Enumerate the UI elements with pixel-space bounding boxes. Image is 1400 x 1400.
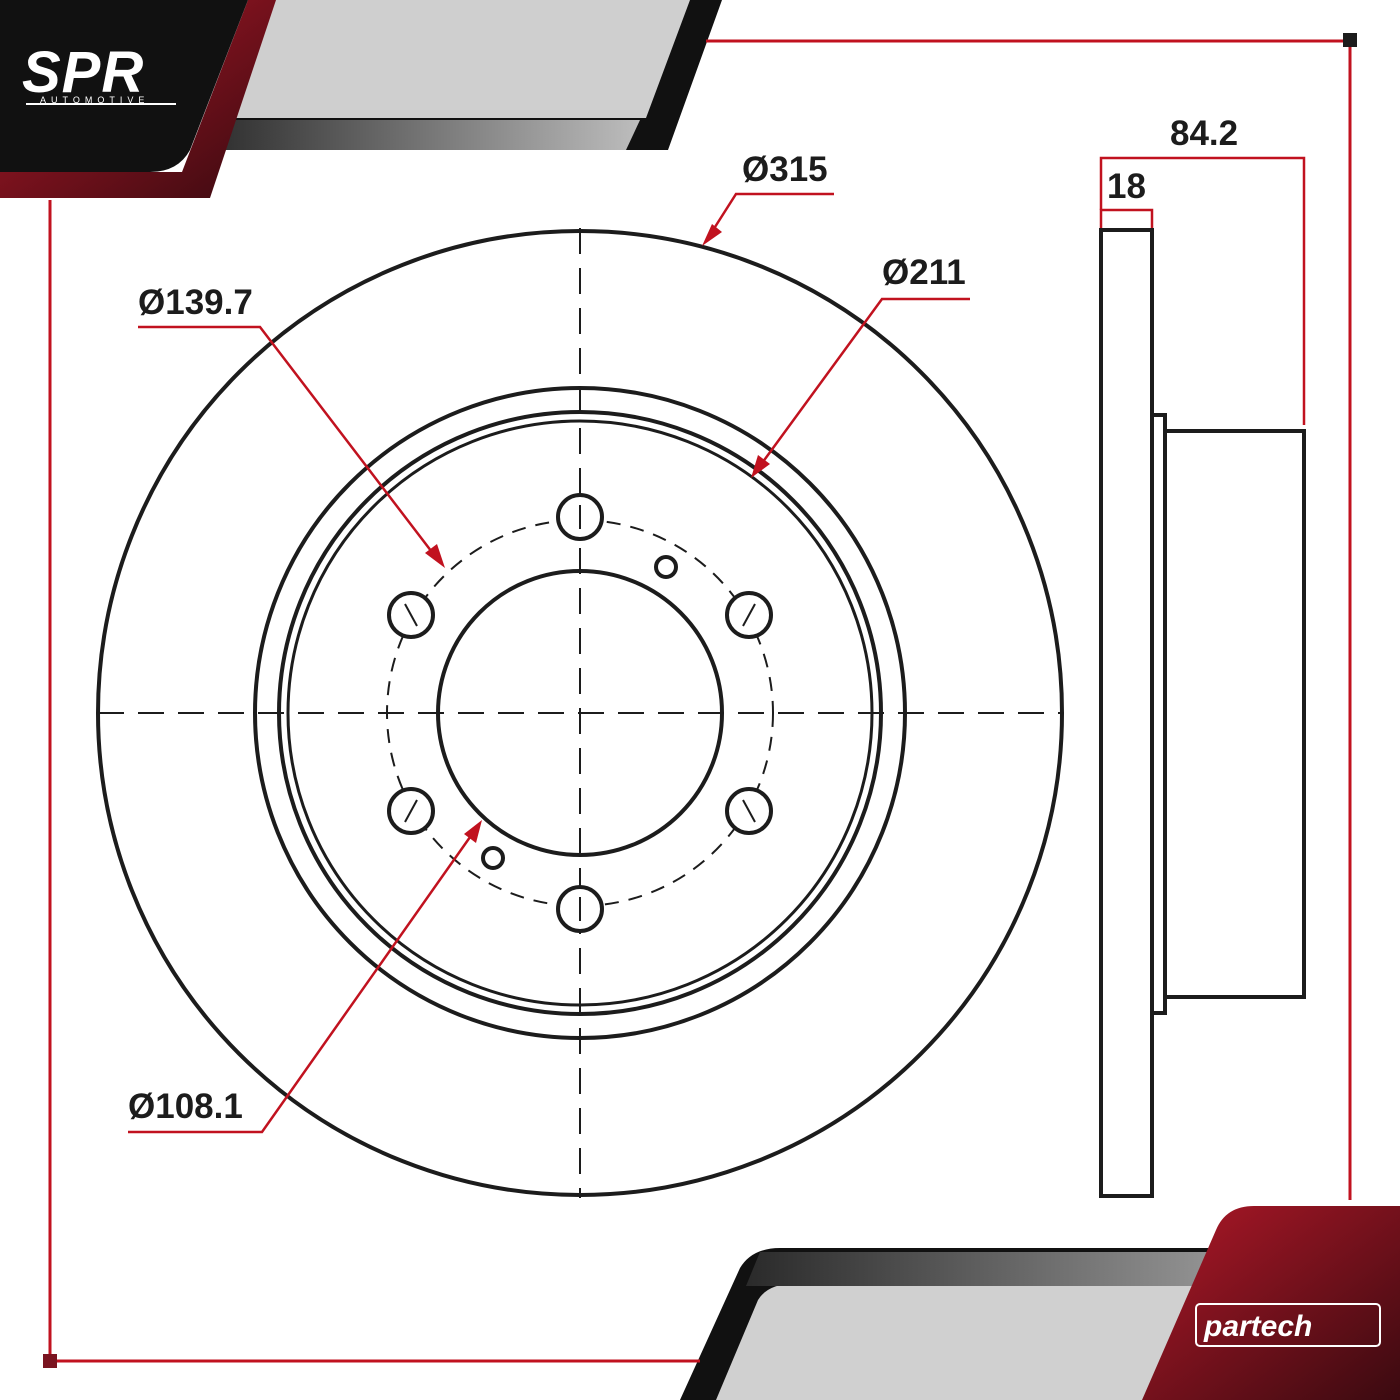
lug-holes xyxy=(387,493,773,933)
height-bracket xyxy=(1099,156,1306,425)
thickness-bracket xyxy=(1099,208,1154,228)
bolt-circle-arrow xyxy=(425,544,445,568)
outer-diameter-leader xyxy=(706,192,834,239)
locating-pin-hole xyxy=(654,555,678,579)
bolt-circle-leader xyxy=(138,325,439,561)
top-gradient-bar xyxy=(200,120,640,150)
thickness-label: 18 xyxy=(1107,167,1146,206)
frame-corner-top-right xyxy=(1343,33,1357,47)
dimension-labels: Ø315 Ø211 Ø139.7 Ø108.1 18 84.2 xyxy=(128,114,1238,1126)
outer-diameter-arrow xyxy=(702,224,722,246)
hat-profile xyxy=(1163,429,1306,999)
lug-hole-radials xyxy=(404,505,756,921)
dimension-callouts xyxy=(128,156,1306,1134)
center-bore-arrow xyxy=(464,820,482,843)
brand-badge xyxy=(1195,1303,1381,1347)
locating-pin-hole xyxy=(481,846,505,870)
top-red-edge xyxy=(0,0,276,198)
brand-text: partech xyxy=(1203,1310,1312,1343)
logo-black-panel xyxy=(0,0,248,172)
disc-front-view xyxy=(96,228,1064,1198)
top-left-banner: SPR AUTOMOTIVE xyxy=(0,0,722,198)
bottom-right-banner: partech xyxy=(680,1206,1400,1400)
dimension-arrows xyxy=(425,224,770,843)
center-bore-leader xyxy=(128,829,477,1134)
logo-subtext: AUTOMOTIVE xyxy=(40,95,149,105)
frame-corner-bottom-left xyxy=(43,1354,57,1368)
bolt-circle-label: Ø139.7 xyxy=(138,283,253,322)
outer-diameter-label: Ø315 xyxy=(742,150,828,189)
logo-text: SPR xyxy=(22,40,144,105)
disc-side-view xyxy=(1099,228,1306,1198)
inner-diameter-label: Ø211 xyxy=(882,253,966,292)
inner-diameter-arrow xyxy=(751,455,770,478)
total-height-label: 84.2 xyxy=(1170,114,1238,153)
top-grey-band xyxy=(220,0,720,118)
rotor-thickness-profile xyxy=(1099,228,1154,1198)
inner-diameter-leader xyxy=(755,297,970,471)
dimension-frame xyxy=(48,39,1352,1363)
center-bore-label: Ø108.1 xyxy=(128,1087,243,1126)
